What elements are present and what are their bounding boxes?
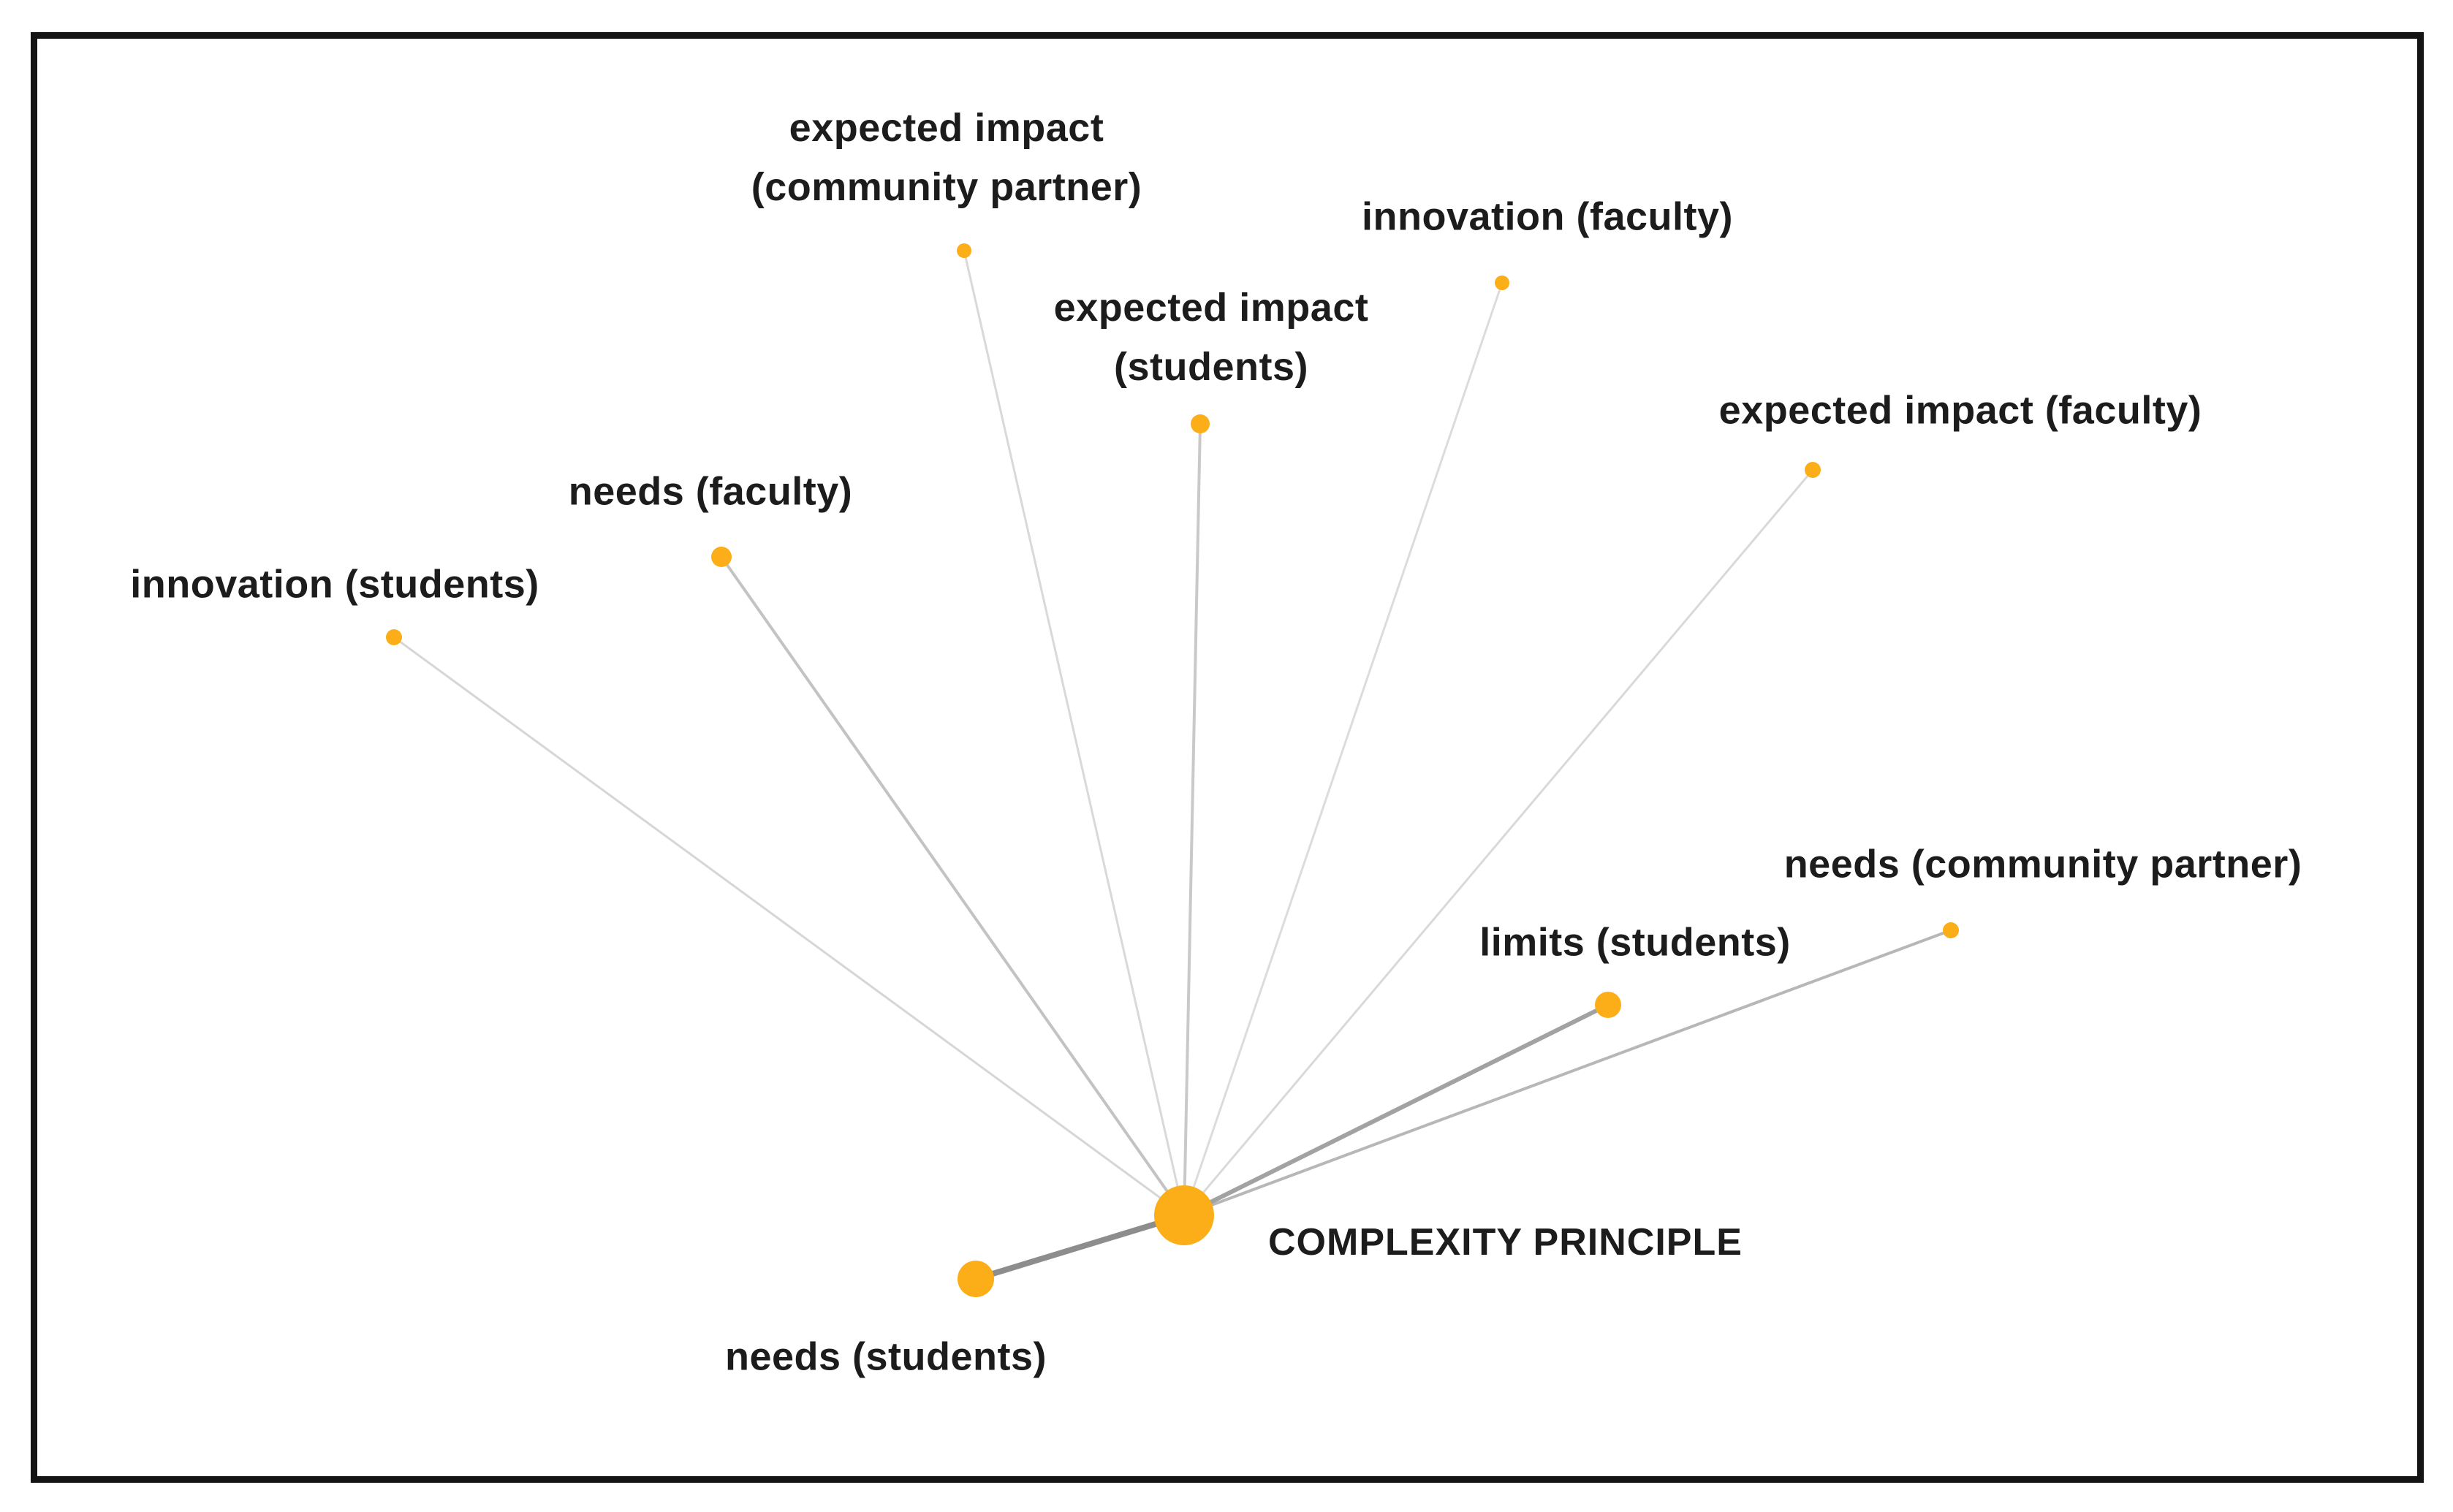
graph-node-complexity-principle — [1154, 1185, 1214, 1245]
node-label-line: (students) — [1114, 345, 1308, 389]
node-label-needs-faculty: needs (faculty) — [569, 463, 853, 522]
node-label-limits-students: limits (students) — [1479, 913, 1791, 973]
node-label-innovation-students: innovation (students) — [130, 555, 539, 615]
graph-node-limits-students — [1595, 992, 1621, 1018]
node-label-line: needs (community partner) — [1783, 842, 2302, 886]
node-label-line: needs (faculty) — [568, 469, 853, 514]
graph-node-needs-faculty — [711, 547, 732, 567]
graph-node-innovation-faculty — [1495, 276, 1509, 290]
graph-edge-limits-students — [1182, 1003, 1610, 1217]
graph-node-needs-students — [958, 1261, 994, 1297]
graph-edge-innovation-students — [393, 636, 1186, 1217]
graph-node-expected-impact-faculty — [1805, 462, 1821, 478]
graph-node-expected-impact-students — [1191, 414, 1210, 433]
graph-edge-needs-students — [973, 1212, 1187, 1282]
node-label-needs-community-partner: needs (community partner) — [1784, 835, 2302, 894]
node-label-expected-impact-faculty: expected impact (faculty) — [1719, 381, 2202, 441]
node-label-line: innovation (faculty) — [1362, 194, 1733, 239]
node-label-line: needs (students) — [724, 1334, 1047, 1379]
node-label-expected-impact-students: expected impact (students) — [1054, 278, 1369, 397]
node-label-innovation-faculty: innovation (faculty) — [1362, 188, 1733, 247]
graph-node-expected-impact-community-partner — [957, 243, 971, 258]
graph-edge-innovation-faculty — [1183, 281, 1504, 1217]
node-label-line: (community partner) — [751, 165, 1142, 209]
graph-node-needs-community-partner — [1943, 922, 1959, 938]
node-label-expected-impact-community-partner: expected impact (community partner) — [751, 99, 1142, 217]
graph-edge-expected-impact-students — [1183, 422, 1202, 1217]
graph-edge-needs-faculty — [720, 555, 1186, 1217]
center-node-label: COMPLEXITY PRINCIPLE — [1268, 1221, 1743, 1264]
node-label-line: expected impact — [789, 106, 1104, 150]
node-label-line: innovation (students) — [130, 562, 539, 607]
graph-edge-expected-impact-faculty — [1183, 468, 1814, 1217]
node-label-line: limits (students) — [1479, 920, 1791, 965]
graph-edge-needs-community-partner — [1183, 929, 1952, 1217]
graph-node-innovation-students — [386, 629, 402, 645]
node-label-line: expected impact (faculty) — [1718, 388, 2202, 433]
node-label-needs-students: needs (students) — [725, 1328, 1047, 1387]
graph-edge-expected-impact-community-partner — [963, 249, 1186, 1217]
node-label-line: expected impact — [1053, 286, 1369, 330]
